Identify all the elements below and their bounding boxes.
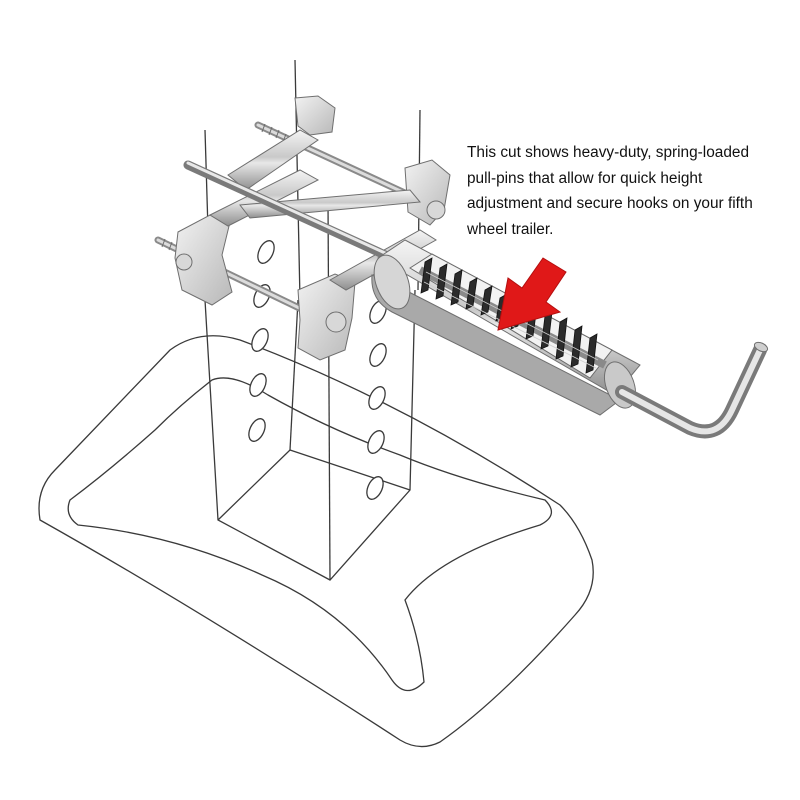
cross-pin bbox=[183, 160, 390, 260]
adjustment-holes bbox=[248, 240, 387, 500]
caption-line-4: wheel trailer. bbox=[467, 220, 554, 238]
base-plate bbox=[38, 335, 594, 748]
caption-line-3: adjustment and secure hooks on your fift… bbox=[467, 195, 753, 212]
caption-text: This cut shows heavy-duty, spring-loaded… bbox=[467, 140, 777, 242]
pointer-arrow bbox=[497, 257, 567, 331]
caption-line-2: pull-pins that allow for quick height bbox=[467, 169, 703, 187]
caption-line-1: This cut shows heavy-duty, spring-loaded bbox=[467, 144, 750, 161]
l-handle bbox=[615, 341, 769, 439]
